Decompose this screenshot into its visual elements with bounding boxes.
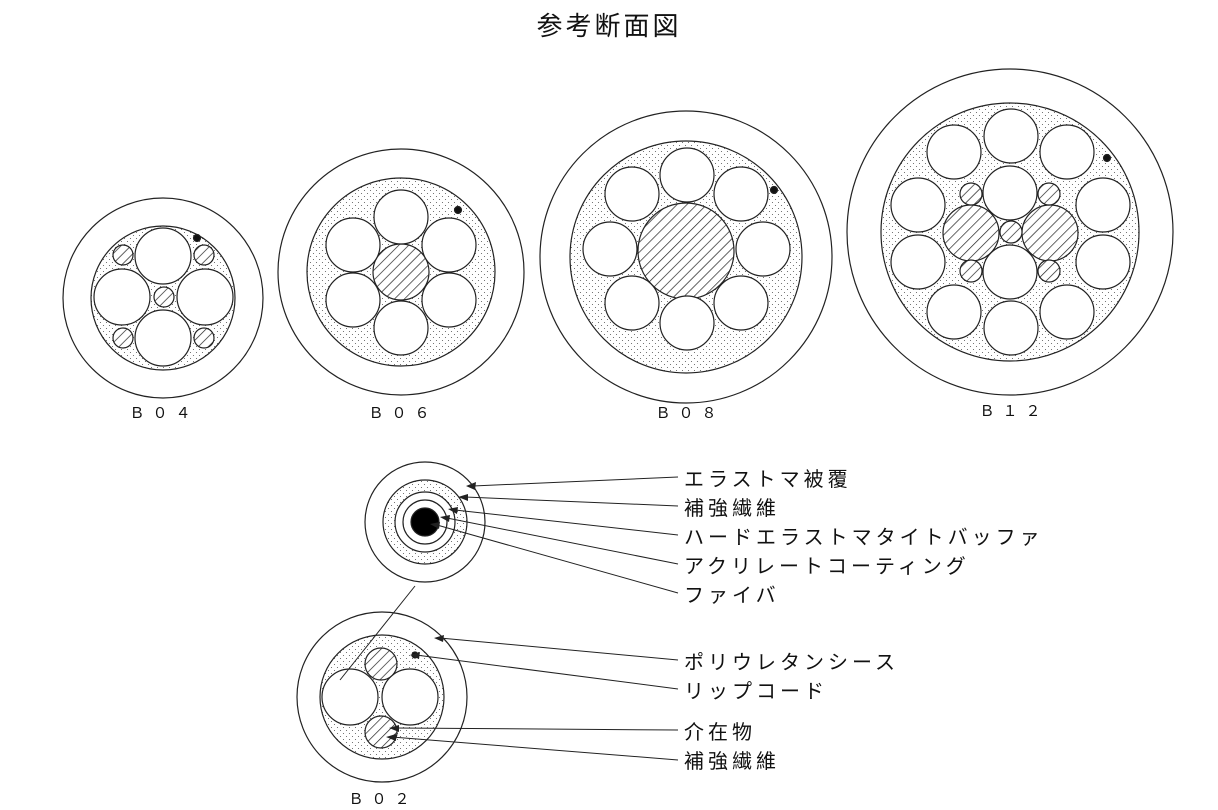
b12-fiber-unit xyxy=(983,300,1039,356)
b12-fiber-unit xyxy=(982,165,1038,221)
b04-filler xyxy=(193,244,215,266)
b12-fiber-unit xyxy=(1075,234,1131,290)
b12-fiber-unit xyxy=(1039,284,1095,340)
leader-line xyxy=(394,727,679,731)
fiber-detail xyxy=(364,461,486,583)
leader-line xyxy=(464,496,679,507)
b06-fiber-unit xyxy=(325,272,381,328)
b12-filler xyxy=(959,182,983,206)
arrow-head xyxy=(434,635,444,642)
arrow-head xyxy=(410,652,420,659)
fiber-core xyxy=(410,507,440,537)
leader-line xyxy=(472,476,679,487)
fiber-leader-lines xyxy=(436,476,679,594)
leader-line xyxy=(436,524,679,594)
b06-fiber-unit xyxy=(373,189,429,245)
b08-fiber-unit xyxy=(582,221,638,277)
leader-line xyxy=(415,654,679,690)
b04-filler xyxy=(193,327,215,349)
b06-fiber-unit xyxy=(421,272,477,328)
b08-rip-cord xyxy=(769,185,779,195)
b06-rip-cord xyxy=(453,205,463,215)
arrow-head xyxy=(466,482,476,490)
b12-fiber-unit xyxy=(926,284,982,340)
b06-fiber-unit xyxy=(421,217,477,273)
legend-strength-fiber-2: 補強繊維 xyxy=(684,749,780,773)
cable-b08 xyxy=(539,110,833,404)
cable-label-b08: Ｂ０８ xyxy=(655,406,725,422)
legend-tight-buffer: ハードエラストマタイトバッファ xyxy=(684,525,1044,549)
b08-fiber-unit xyxy=(659,295,715,351)
b06-fiber-unit xyxy=(325,217,381,273)
b02-filler xyxy=(364,647,398,681)
cable-label-b04: Ｂ０４ xyxy=(129,406,199,422)
b12-filler xyxy=(999,220,1023,244)
leader-line xyxy=(391,736,679,761)
arrow-head xyxy=(430,522,440,529)
b12-filler xyxy=(959,259,983,283)
cable-label-b12: Ｂ１２ xyxy=(979,404,1049,420)
legend-elastomer-coating: エラストマ被覆 xyxy=(684,467,852,491)
legend-filler: 介在物 xyxy=(684,720,756,744)
b12-fiber-unit xyxy=(890,177,946,233)
b02-fiber-unit xyxy=(321,668,379,726)
b04-rip-cord xyxy=(192,233,202,243)
cable-b04 xyxy=(62,197,264,399)
b02-filler xyxy=(364,715,398,749)
b04-filler xyxy=(112,327,134,349)
cable-label-b02: Ｂ０２ xyxy=(348,792,418,808)
arrow-head xyxy=(440,515,450,522)
b02-leader-arrows xyxy=(386,635,444,741)
b12-fiber-unit xyxy=(890,234,946,290)
b12-fiber-unit xyxy=(983,108,1039,164)
legend-rip-cord: リップコード xyxy=(684,679,828,703)
b08-fiber-unit xyxy=(713,166,769,222)
leader-line xyxy=(454,509,679,536)
legend-strength-fiber: 補強繊維 xyxy=(684,496,780,520)
b06-center-filler xyxy=(372,243,430,301)
page-title: 参考断面図 xyxy=(536,12,682,42)
leader-line xyxy=(439,637,679,661)
legend-fiber: ファイバ xyxy=(684,583,780,607)
b08-fiber-unit xyxy=(604,166,660,222)
b12-fiber-unit xyxy=(926,124,982,180)
b04-filler xyxy=(153,286,175,308)
b12-filler xyxy=(1021,204,1079,262)
b12-fiber-unit xyxy=(982,244,1038,300)
b12-rip-cord xyxy=(1102,153,1112,163)
b02-fiber-unit xyxy=(381,668,439,726)
b04-fiber-unit xyxy=(134,309,192,367)
cable-b12 xyxy=(846,68,1174,396)
fiber-leader-arrows xyxy=(430,482,476,529)
b08-fiber-unit xyxy=(604,275,660,331)
arrow-head xyxy=(458,494,468,501)
b02-leader-lines xyxy=(391,637,679,761)
b04-fiber-unit xyxy=(93,268,151,326)
arrow-head xyxy=(448,507,458,514)
detail-connector-line xyxy=(339,585,416,681)
arrow-head xyxy=(389,725,399,732)
legend-acrylate-coating: アクリレートコーティング xyxy=(684,554,970,578)
b06-fiber-unit xyxy=(373,300,429,356)
cable-label-b06: Ｂ０６ xyxy=(368,406,438,422)
b12-filler xyxy=(1037,259,1061,283)
b08-fiber-unit xyxy=(713,275,769,331)
b04-fiber-unit xyxy=(176,268,234,326)
cable-b06 xyxy=(277,148,525,396)
b08-fiber-unit xyxy=(659,147,715,203)
b04-fiber-unit xyxy=(134,227,192,285)
b04-filler xyxy=(112,244,134,266)
b12-fiber-unit xyxy=(1039,124,1095,180)
b08-fiber-unit xyxy=(735,221,791,277)
arrow-head xyxy=(386,734,396,741)
leader-line xyxy=(446,517,679,565)
b12-filler xyxy=(1037,182,1061,206)
b12-fiber-unit xyxy=(1075,177,1131,233)
legend-polyurethane-sheath: ポリウレタンシース xyxy=(684,650,899,674)
